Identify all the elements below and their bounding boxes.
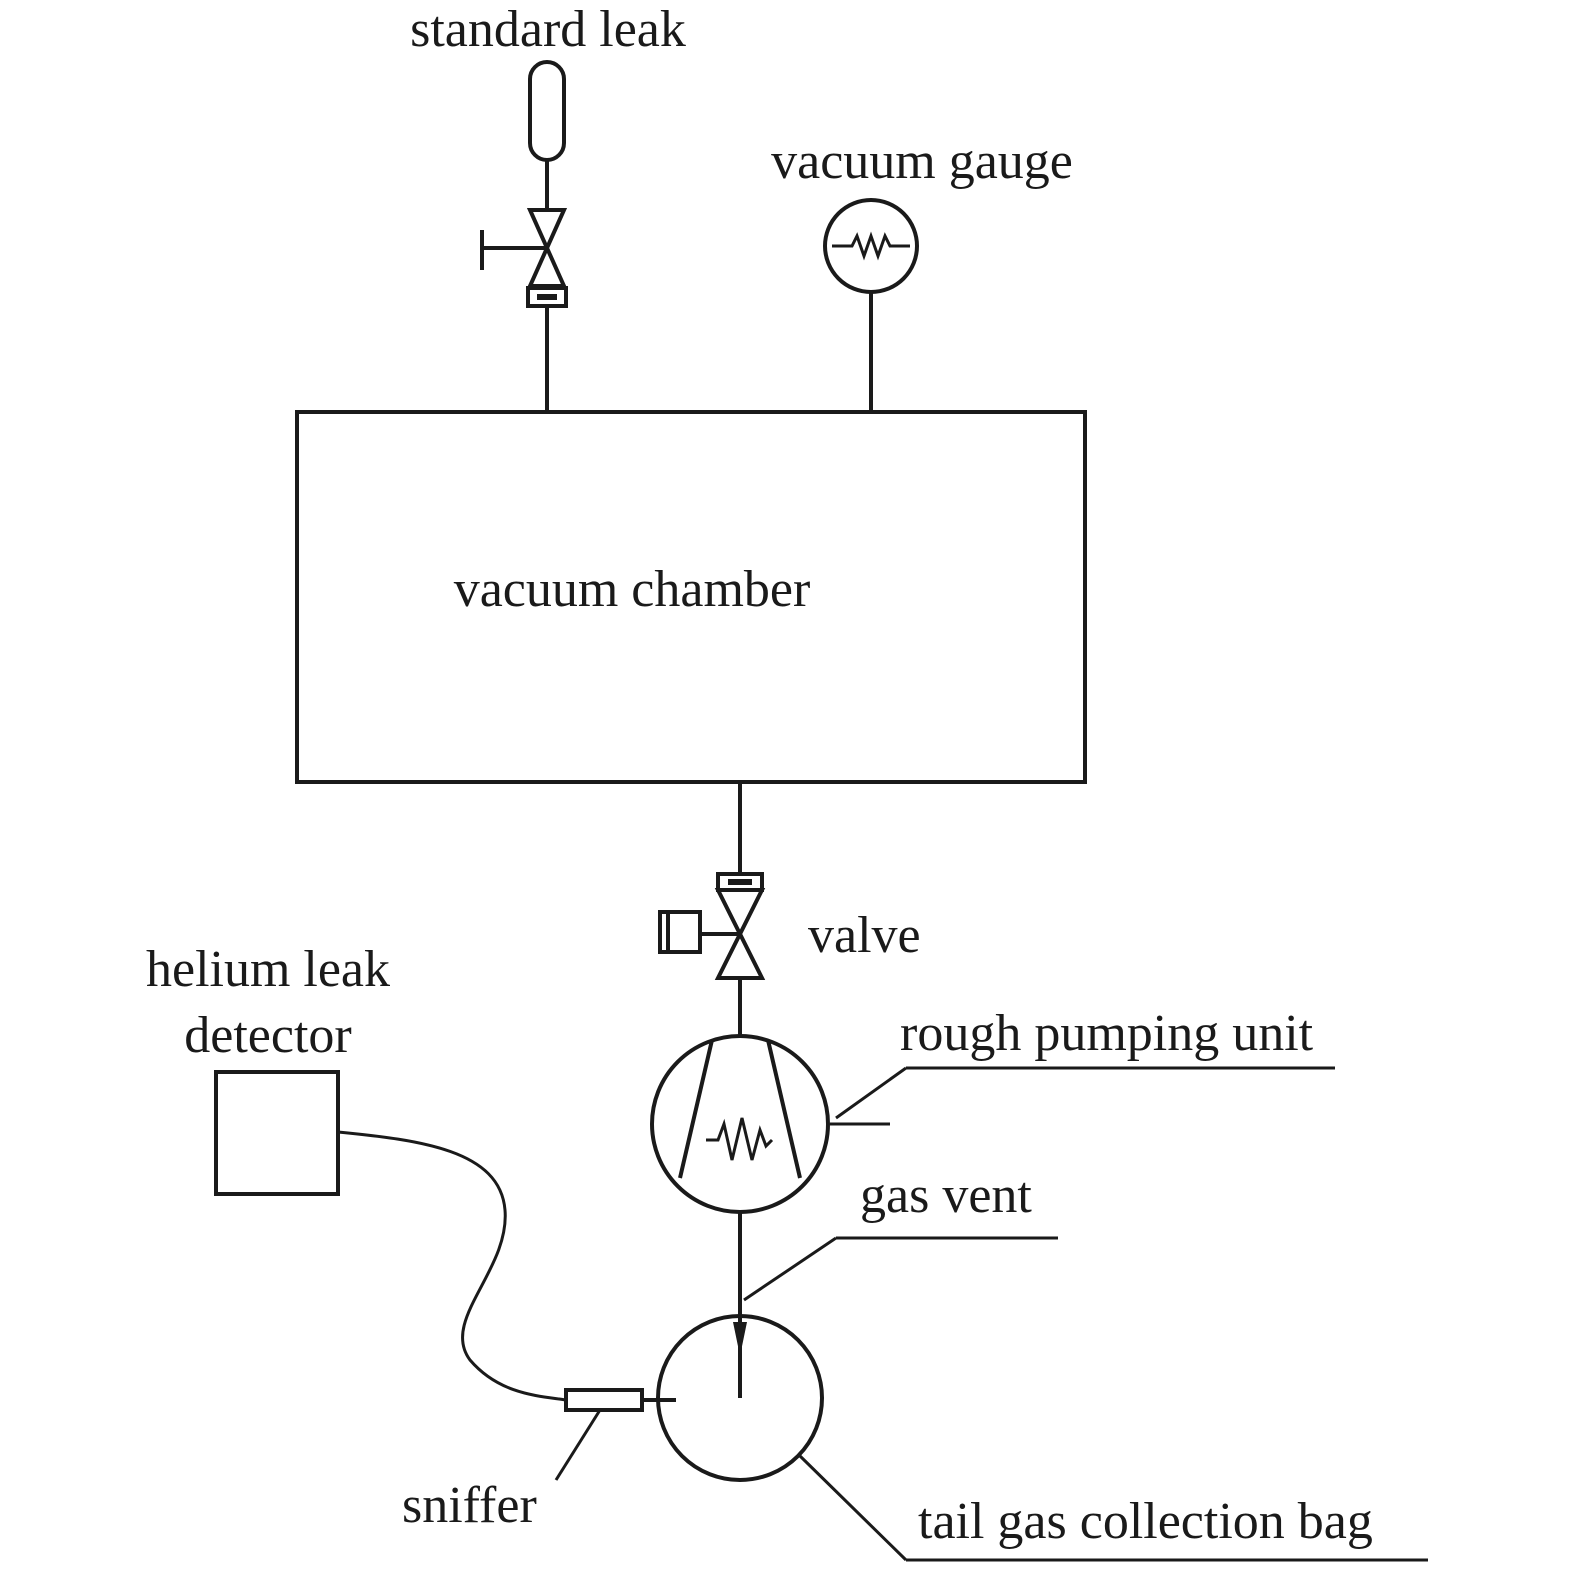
manual-valve-icon <box>480 208 568 308</box>
gas-flow-arrow-icon <box>733 1322 747 1356</box>
sniffer-hose <box>337 1130 567 1402</box>
rough-pumping-unit-label: rough pumping unit <box>900 1005 1314 1062</box>
vacuum-chamber-label: vacuum chamber <box>454 561 811 618</box>
helium-leak-detector-label-line2: detector <box>184 1007 351 1064</box>
sniffer-label: sniffer <box>402 1477 537 1534</box>
tail-gas-collection-bag-label: tail gas collection bag <box>918 1493 1373 1550</box>
sniffer-probe-icon <box>564 1388 676 1412</box>
tail-gas-bag-leader <box>798 1454 1428 1562</box>
valve-label: valve <box>808 907 921 964</box>
rough-pumping-unit-icon <box>650 1034 830 1214</box>
vacuum-chamber-box <box>295 410 1087 784</box>
vacuum-gauge-label: vacuum gauge <box>771 133 1073 190</box>
sniffer-leader <box>554 1409 602 1481</box>
gas-vent-leader <box>743 1236 1058 1302</box>
gas-vent-label: gas vent <box>860 1167 1032 1224</box>
helium-leak-detector-box <box>214 1070 340 1196</box>
helium-leak-detector-label-line1: helium leak <box>146 941 390 998</box>
standard-leak-label: standard leak <box>410 1 686 58</box>
rough-pumping-unit-leader <box>830 1066 1335 1126</box>
pneumatic-valve-icon <box>658 872 766 980</box>
standard-leak-cylinder <box>528 60 566 162</box>
vacuum-gauge-icon <box>823 198 919 294</box>
